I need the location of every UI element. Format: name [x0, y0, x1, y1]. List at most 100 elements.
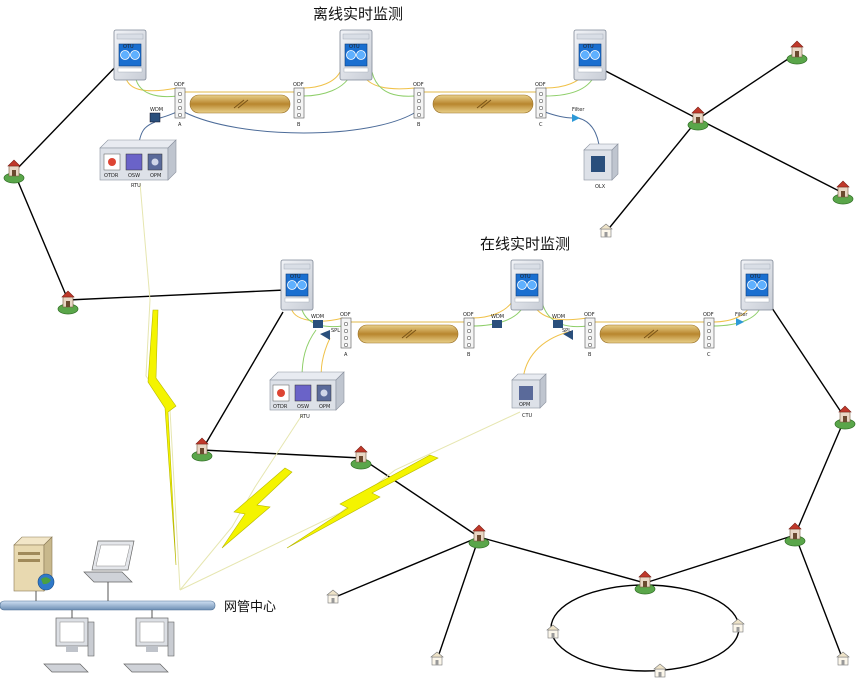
- device-label: CTU: [522, 413, 533, 419]
- odf-icon: [174, 87, 186, 119]
- lightning-1: [147, 309, 177, 566]
- nms-center: 网管中心: [0, 536, 276, 673]
- house-icon: [653, 663, 667, 678]
- device-label: OPM: [319, 404, 330, 410]
- node-icon: [832, 180, 854, 205]
- node-icon: [786, 40, 808, 65]
- rtu-icon: [99, 139, 177, 181]
- device-label: B: [417, 122, 421, 128]
- odf-icon: [535, 87, 547, 119]
- device-label: B: [588, 352, 592, 358]
- odf-icon: [703, 317, 715, 349]
- device-label: OTU: [750, 274, 761, 280]
- spl-icon: [563, 330, 573, 340]
- device-label: WDM: [150, 107, 163, 113]
- fiber-cable-icon: [432, 94, 534, 114]
- nms-label: 网管中心: [224, 600, 276, 615]
- odf-icon: [413, 87, 425, 119]
- device-label: OTU: [290, 274, 301, 280]
- server-icon: [13, 536, 55, 592]
- device-label: OLX: [595, 184, 606, 190]
- odf-icon: [584, 317, 596, 349]
- odf-icon: [463, 317, 475, 349]
- device-label: OPM: [519, 402, 530, 408]
- odf-icon: [293, 87, 305, 119]
- online-section: OTU OTU OTU ODF ODF ODF ODF A B B C WDM …: [269, 259, 774, 420]
- device-label: RTU: [300, 414, 310, 420]
- device-label: OTU: [583, 44, 594, 50]
- device-label: Filter: [572, 107, 585, 113]
- device-label: WDM: [552, 314, 565, 320]
- device-label: ODF: [293, 82, 304, 88]
- device-label: SPL: [331, 328, 340, 334]
- device-label: ODF: [463, 312, 474, 318]
- wdm-icon: [313, 320, 323, 328]
- node-icon: [784, 522, 806, 547]
- laptop-icon: [83, 540, 135, 583]
- house-icon: [326, 589, 340, 604]
- offline-section: OTU OTU OTU ODF ODF ODF ODF A B B C WDM …: [99, 29, 619, 190]
- device-label: OTU: [520, 274, 531, 280]
- device-label: OSW: [128, 173, 140, 179]
- device-label: C: [539, 122, 543, 128]
- node-icon: [468, 524, 490, 549]
- otu-icon: [113, 29, 147, 81]
- device-label: A: [178, 122, 182, 128]
- house-icon: [546, 624, 560, 639]
- olx-icon: [583, 143, 619, 181]
- device-label: RTU: [131, 183, 141, 189]
- lightning-2: [221, 467, 293, 549]
- device-label: ODF: [703, 312, 714, 318]
- device-label: B: [297, 122, 301, 128]
- device-label: ODF: [174, 82, 185, 88]
- device-label: SPL: [562, 328, 571, 334]
- node-icon: [634, 570, 656, 595]
- node-icon: [191, 437, 213, 462]
- wdm-icon: [149, 112, 161, 123]
- otu-icon: [510, 259, 544, 311]
- device-label: A: [344, 352, 348, 358]
- house-icon: [731, 618, 745, 633]
- otu-icon: [339, 29, 373, 81]
- otu-icon: [740, 259, 774, 311]
- device-label: OTDR: [104, 173, 119, 179]
- node-icon: [57, 290, 79, 315]
- desktop-pc-icon: [43, 617, 95, 673]
- device-label: WDM: [311, 314, 324, 320]
- desktop-pc-icon: [123, 617, 175, 673]
- node-icon: [3, 159, 25, 184]
- wdm-icon: [553, 320, 563, 328]
- node-icon: [834, 405, 856, 430]
- offline-title: 离线实时监测: [313, 5, 403, 23]
- filter-icon: [736, 318, 744, 326]
- otu-icon: [280, 259, 314, 311]
- lightning-3: [286, 454, 439, 549]
- ctu-icon: [511, 373, 547, 409]
- device-label: C: [707, 352, 711, 358]
- wireless-links: [139, 182, 521, 591]
- house-icon: [836, 651, 850, 666]
- device-label: ODF: [535, 82, 546, 88]
- odf-icon: [340, 317, 352, 349]
- online-title: 在线实时监测: [480, 235, 570, 253]
- wdm-icon: [492, 320, 502, 328]
- device-label: OTDR: [273, 404, 288, 410]
- device-label: OPM: [150, 173, 161, 179]
- otu-icon: [573, 29, 607, 81]
- network-bus: [0, 600, 216, 611]
- device-label: ODF: [340, 312, 351, 318]
- device-label: ODF: [584, 312, 595, 318]
- spl-icon: [320, 330, 330, 340]
- device-label: OTU: [123, 44, 134, 50]
- device-label: Filter: [735, 312, 748, 318]
- node-icon: [687, 106, 709, 131]
- device-label: B: [467, 352, 471, 358]
- filter-icon: [572, 114, 580, 122]
- house-icon: [430, 651, 444, 666]
- device-label: OSW: [297, 404, 309, 410]
- fiber-cable-icon: [189, 94, 291, 114]
- device-label: WDM: [491, 314, 504, 320]
- fiber-cable-icon: [357, 324, 459, 344]
- device-label: OTU: [349, 44, 360, 50]
